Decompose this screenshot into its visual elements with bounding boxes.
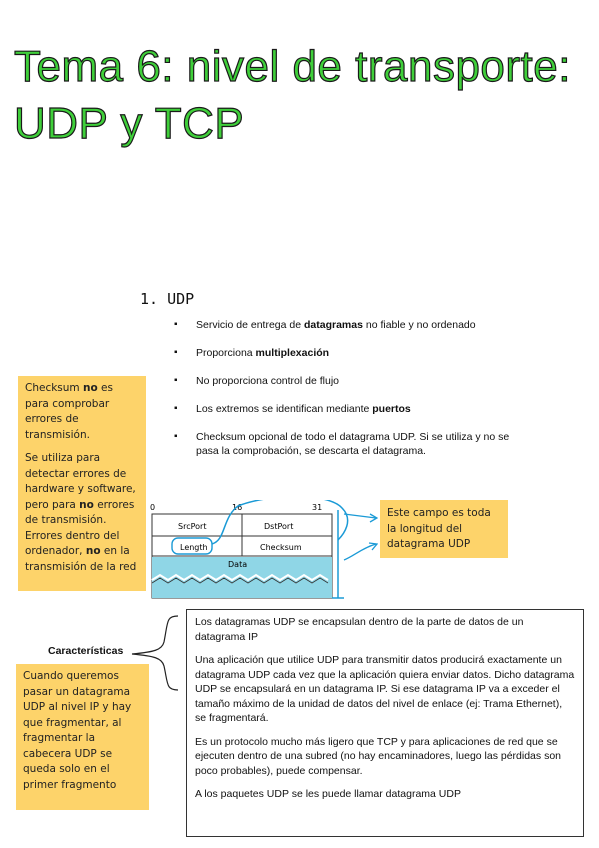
- box-paragraph-1: Los datagramas UDP se encapsulan dentro …: [195, 616, 524, 643]
- bullet-list: Servicio de entrega de datagramas no fia…: [172, 318, 522, 472]
- checksum-field: Checksum: [260, 543, 302, 552]
- bit-label-0: 0: [150, 503, 155, 512]
- list-item: Los extremos se identifican mediante pue…: [172, 402, 522, 416]
- list-item: Servicio de entrega de datagramas no fia…: [172, 318, 522, 332]
- srcport-field: SrcPort: [178, 522, 206, 531]
- data-field: Data: [228, 560, 247, 569]
- udp-header-diagram: 0 16 31 SrcPort DstPort Length Checksum …: [150, 500, 378, 599]
- features-label: Características: [48, 645, 124, 657]
- note-checksum-p2: Se utiliza para detectar errores de hard…: [25, 452, 137, 573]
- section-heading: 1. UDP: [140, 290, 195, 308]
- dstport-field: DstPort: [264, 522, 293, 531]
- note-checksum: Checksum no es para comprobar errores de…: [18, 376, 146, 591]
- list-item: Checksum opcional de todo el datagrama U…: [172, 430, 522, 458]
- box-paragraph-3: Es un protocolo mucho más ligero que TCP…: [195, 735, 561, 777]
- note-length: Este campo es toda la longitud del datag…: [380, 500, 508, 558]
- note-checksum-p1: Checksum no es para comprobar errores de…: [25, 382, 113, 441]
- list-item: Proporciona multiplexación: [172, 346, 522, 360]
- box-paragraph-2: Una aplicación que utilice UDP para tran…: [195, 654, 575, 724]
- list-item: No proporciona control de flujo: [172, 374, 522, 388]
- note-fragment: Cuando queremos pasar un datagrama UDP a…: [16, 664, 149, 810]
- features-brace: [131, 615, 179, 691]
- bit-label-31: 31: [312, 503, 322, 512]
- characteristics-box: Los datagramas UDP se encapsulan dentro …: [186, 609, 584, 837]
- length-field: Length: [180, 543, 208, 552]
- box-paragraph-4: A los paquetes UDP se les puede llamar d…: [195, 788, 461, 800]
- page-title: Tema 6: nivel de transporte: UDP y TCP: [13, 41, 571, 148]
